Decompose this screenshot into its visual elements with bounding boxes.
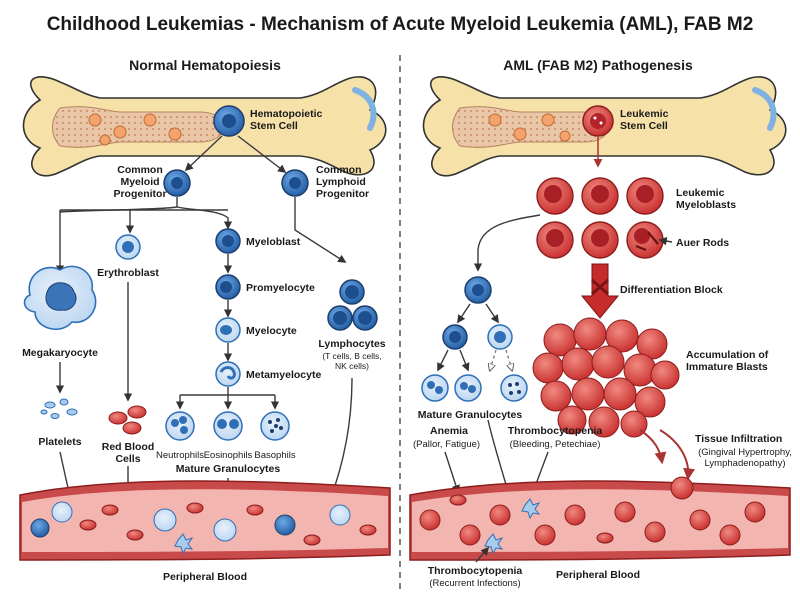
mature-granulocytes-label-right: Mature Granulocytes [418,409,523,421]
peripheral-blood-label-left: Peripheral Blood [163,571,247,583]
thrombocytopenia-bottom-sub: (Recurrent Infections) [429,578,520,589]
rbc-group [108,405,147,435]
myeloblast-label: Myeloblast [246,236,301,248]
metamyelocyte-label: Metamyelocyte [246,369,321,381]
basophil-cell [260,411,290,441]
megakaryocyte-cell [23,265,97,331]
residual-granulocytes [421,374,528,402]
tissue-infiltration-label: Tissue Infiltration [695,433,782,445]
thrombocytopenia-bottom-label: Thrombocytopenia [428,565,523,577]
vessel-right [409,476,791,561]
megakaryocyte-label: Megakaryocyte [22,347,98,359]
differentiation-block-arrow [580,263,620,319]
bone-left [22,76,387,177]
blast-accumulation-cluster [532,317,680,438]
lymphocytes-label: Lymphocytes [318,338,385,350]
auer-rods-label: Auer Rods [676,237,729,249]
right-panel-heading: AML (FAB M2) Pathogenesis [503,57,693,73]
platelets-label: Platelets [38,436,81,448]
lymphocytes-group [327,279,378,331]
vessel-left [19,480,391,561]
basophils-label: Basophils [254,450,295,461]
metamyelocyte-cell [215,361,241,387]
mature-granulocytes-label-left: Mature Granulocytes [176,463,281,475]
eosinophil-cell [213,411,243,441]
main-title: Childhood Leukemias - Mechanism of Acute… [47,14,754,35]
erythroblast-label: Erythroblast [97,267,159,279]
lymphocytes-sub-label: (T cells, B cells,NK cells) [322,351,381,371]
thrombocytopenia-top-sub: (Bleeding, Petechiae) [510,439,601,450]
eosinophils-label: Eosinophils [204,450,253,461]
diff-block-label: Differentiation Block [620,284,723,296]
peripheral-blood-label-right: Peripheral Blood [556,569,640,581]
left-panel-heading: Normal Hematopoiesis [129,57,281,73]
tissue-infiltration-sub: (Gingival Hypertrophy,Lymphadenopathy) [698,447,792,469]
anemia-label: Anemia [430,425,468,437]
neutrophil-cell [165,411,195,441]
myelocyte-label: Myelocyte [246,325,297,337]
thrombocytopenia-top-label: Thrombocytopenia [508,425,603,437]
leukemic-myeloblasts-cluster [536,177,664,259]
promyelocyte-label: Promyelocyte [246,282,315,294]
neutrophils-label: Neutrophils [156,450,204,461]
platelets-group [40,398,78,419]
anemia-sub: (Pallor, Fatigue) [413,439,480,450]
